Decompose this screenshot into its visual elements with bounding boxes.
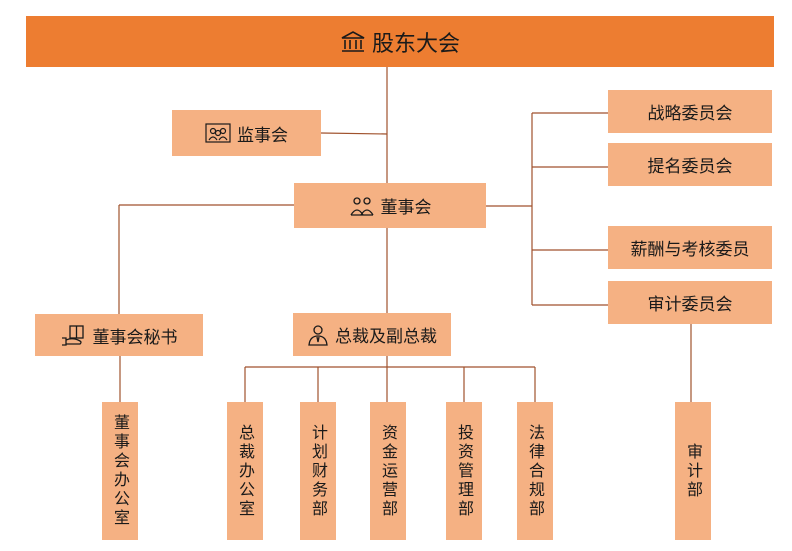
person-icon bbox=[307, 324, 329, 346]
board-of-directors-label: 董事会 bbox=[380, 198, 432, 218]
president-office-box: 总裁办公室 bbox=[227, 402, 263, 540]
investment-management-box: 投资管理部 bbox=[446, 402, 482, 540]
nomination-committee-box: 提名委员会 bbox=[608, 143, 772, 186]
capital-operation-box: 资金运营部 bbox=[370, 402, 406, 540]
audit-department-label: 审计部 bbox=[684, 442, 703, 500]
institution-icon bbox=[340, 30, 366, 54]
audit-department-box: 审计部 bbox=[675, 402, 711, 540]
board-office-label: 董事会办公室 bbox=[111, 414, 130, 528]
board-secretary-label: 董事会秘书 bbox=[92, 327, 178, 348]
compensation-committee-box: 薪酬与考核委员 bbox=[608, 226, 772, 269]
shareholders-meeting-label: 股东大会 bbox=[371, 31, 460, 57]
audit-committee-box: 审计委员会 bbox=[608, 281, 772, 324]
group-meeting-icon bbox=[205, 123, 231, 143]
compensation-committee-label: 薪酬与考核委员 bbox=[630, 240, 750, 260]
president-office-label: 总裁办公室 bbox=[236, 423, 255, 519]
capital-operation-label: 资金运营部 bbox=[379, 423, 398, 519]
nomination-committee-label: 提名委员会 bbox=[647, 157, 733, 177]
people-icon bbox=[349, 195, 375, 217]
shareholders-meeting-box: 股东大会 bbox=[26, 16, 774, 67]
supervisory-board-box: 监事会 bbox=[172, 110, 321, 156]
planning-finance-label: 计划财务部 bbox=[309, 423, 328, 519]
strategy-committee-label: 战略委员会 bbox=[647, 104, 733, 124]
board-of-directors-box: 董事会 bbox=[294, 183, 486, 228]
president-and-vp-box: 总裁及副总裁 bbox=[293, 313, 451, 356]
board-secretary-box: 董事会秘书 bbox=[35, 314, 203, 356]
audit-committee-label: 审计委员会 bbox=[647, 295, 733, 315]
investment-management-label: 投资管理部 bbox=[455, 423, 474, 519]
board-office-box: 董事会办公室 bbox=[102, 402, 138, 540]
strategy-committee-box: 战略委员会 bbox=[608, 90, 772, 133]
legal-compliance-label: 法律合规部 bbox=[526, 423, 545, 519]
planning-finance-box: 计划财务部 bbox=[300, 402, 336, 540]
legal-compliance-box: 法律合规部 bbox=[517, 402, 553, 540]
book-hand-icon bbox=[61, 324, 87, 346]
president-and-vp-label: 总裁及副总裁 bbox=[335, 327, 437, 347]
supervisory-board-label: 监事会 bbox=[237, 125, 288, 146]
